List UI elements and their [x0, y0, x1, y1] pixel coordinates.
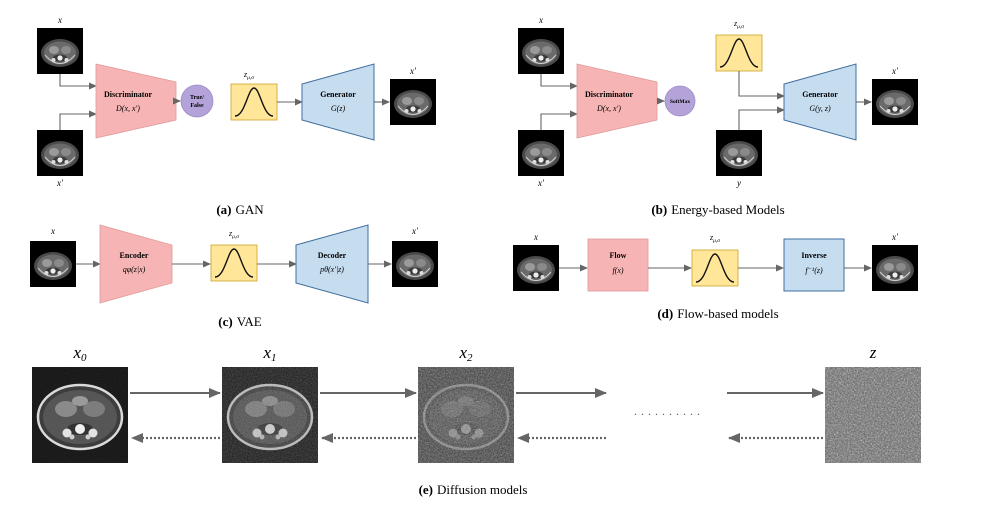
flow-inverse-block	[783, 238, 845, 292]
ebm-input-ct-image	[518, 28, 564, 74]
ebm-generator-formula: G(y, z)	[809, 104, 831, 113]
ebm-generator-block	[783, 63, 857, 141]
gan-output-ct-image	[390, 79, 436, 125]
ebm-latent-label: zμ,σ	[733, 19, 744, 30]
vae-latent-label: zμ,σ	[228, 229, 239, 240]
flow-block	[587, 238, 649, 292]
flow-input-ct-image	[513, 245, 559, 291]
panel-diffusion: x0 x1 x2 z	[32, 343, 921, 497]
vae-decoder-title: Decoder	[318, 251, 347, 260]
gan-x-prime-label: x′	[56, 178, 64, 188]
flow-inverse-title: Inverse	[801, 251, 827, 260]
ebm-output-ct-image	[872, 79, 918, 125]
flow-formula: f(x)	[612, 266, 623, 275]
diffusion-label-x1: x1	[262, 343, 276, 364]
flow-inverse-formula: f⁻¹(z)	[805, 266, 823, 275]
gan-real-arrow	[59, 110, 97, 130]
ebm-caption: (b)Energy-based Models	[651, 202, 784, 217]
panel-flow: x Flow f(x) zμ,σ Inverse f⁻¹(z) x′ (d)Fl…	[513, 232, 918, 321]
gan-caption: (a)GAN	[216, 202, 264, 217]
ebm-x-label: x	[538, 15, 543, 25]
vae-output-label: x′	[411, 226, 419, 236]
flow-title: Flow	[610, 251, 627, 260]
ebm-softmax-circle	[664, 85, 696, 117]
gan-discriminator-formula: D(x, x′)	[115, 104, 140, 113]
gan-decision-line2: False	[190, 103, 204, 109]
gan-input-arrow	[59, 74, 97, 90]
panel-vae: x Encoder qφ(z|x) zμ,σ Decoder pθ(x′|z) …	[30, 224, 438, 329]
flow-output-label: x′	[891, 232, 899, 242]
vae-x-label: x	[50, 226, 55, 236]
panel-gan: x x′ Discriminator D(x, x′) True/ False …	[37, 15, 436, 217]
ebm-output-label: x′	[891, 66, 899, 76]
gan-x-label: x	[57, 15, 62, 25]
gan-true-false-circle	[180, 84, 214, 118]
gan-decision-line1: True/	[190, 95, 204, 101]
diffusion-label-z: z	[869, 343, 877, 362]
vae-encoder-block	[99, 224, 173, 304]
flow-x-label: x	[533, 232, 538, 242]
diffusion-label-x0: x0	[72, 343, 87, 364]
gan-discriminator-title: Discriminator	[104, 90, 152, 99]
vae-encoder-formula: qφ(z|x)	[123, 265, 146, 274]
diffusion-image-x0	[32, 367, 128, 463]
flow-output-ct-image	[872, 245, 918, 291]
ebm-input-arrow	[540, 74, 578, 90]
flow-latent-label: zμ,σ	[709, 233, 720, 244]
vae-input-ct-image	[30, 241, 76, 287]
gan-generator-formula: G(z)	[331, 104, 346, 113]
gan-discriminator-block	[95, 63, 177, 139]
diffusion-label-x2: x2	[458, 343, 473, 364]
gan-output-label: x′	[409, 66, 417, 76]
ebm-real-ct-image	[518, 130, 564, 176]
diffusion-image-x2	[418, 367, 514, 463]
ebm-discriminator-title: Discriminator	[585, 90, 633, 99]
panel-ebm: x x′ Discriminator D(x, x′) SoftMax zμ,σ…	[518, 15, 918, 217]
gan-input-ct-image	[37, 28, 83, 74]
diffusion-ellipsis: · · · · · · · · · ·	[634, 407, 701, 421]
gan-latent-label: zμ,σ	[243, 70, 254, 81]
ebm-condition-ct-image	[716, 130, 762, 176]
diffusion-image-x1	[222, 367, 318, 463]
flow-caption: (d)Flow-based models	[657, 306, 778, 321]
gan-real-ct-image	[37, 130, 83, 176]
ebm-y-label: y	[736, 178, 741, 188]
gan-generator-block	[301, 63, 375, 141]
ebm-discriminator-formula: D(x, x′)	[596, 104, 621, 113]
diffusion-image-z	[825, 367, 921, 463]
ebm-softmax-label: SoftMax	[670, 99, 690, 105]
vae-output-ct-image	[392, 241, 438, 287]
ebm-latent-to-generator-arrow	[738, 71, 785, 100]
ebm-discriminator-block	[576, 63, 658, 139]
vae-encoder-title: Encoder	[120, 251, 149, 260]
ebm-generator-title: Generator	[802, 90, 838, 99]
ebm-label-to-generator-arrow	[738, 106, 785, 130]
vae-caption: (c)VAE	[218, 314, 262, 329]
ebm-x-prime-label: x′	[537, 178, 545, 188]
ebm-real-arrow	[540, 110, 578, 130]
vae-decoder-formula: pθ(x′|z)	[319, 265, 344, 274]
vae-decoder-block	[295, 224, 369, 304]
gan-generator-title: Generator	[320, 90, 356, 99]
diffusion-caption: (e)Diffusion models	[419, 482, 528, 497]
